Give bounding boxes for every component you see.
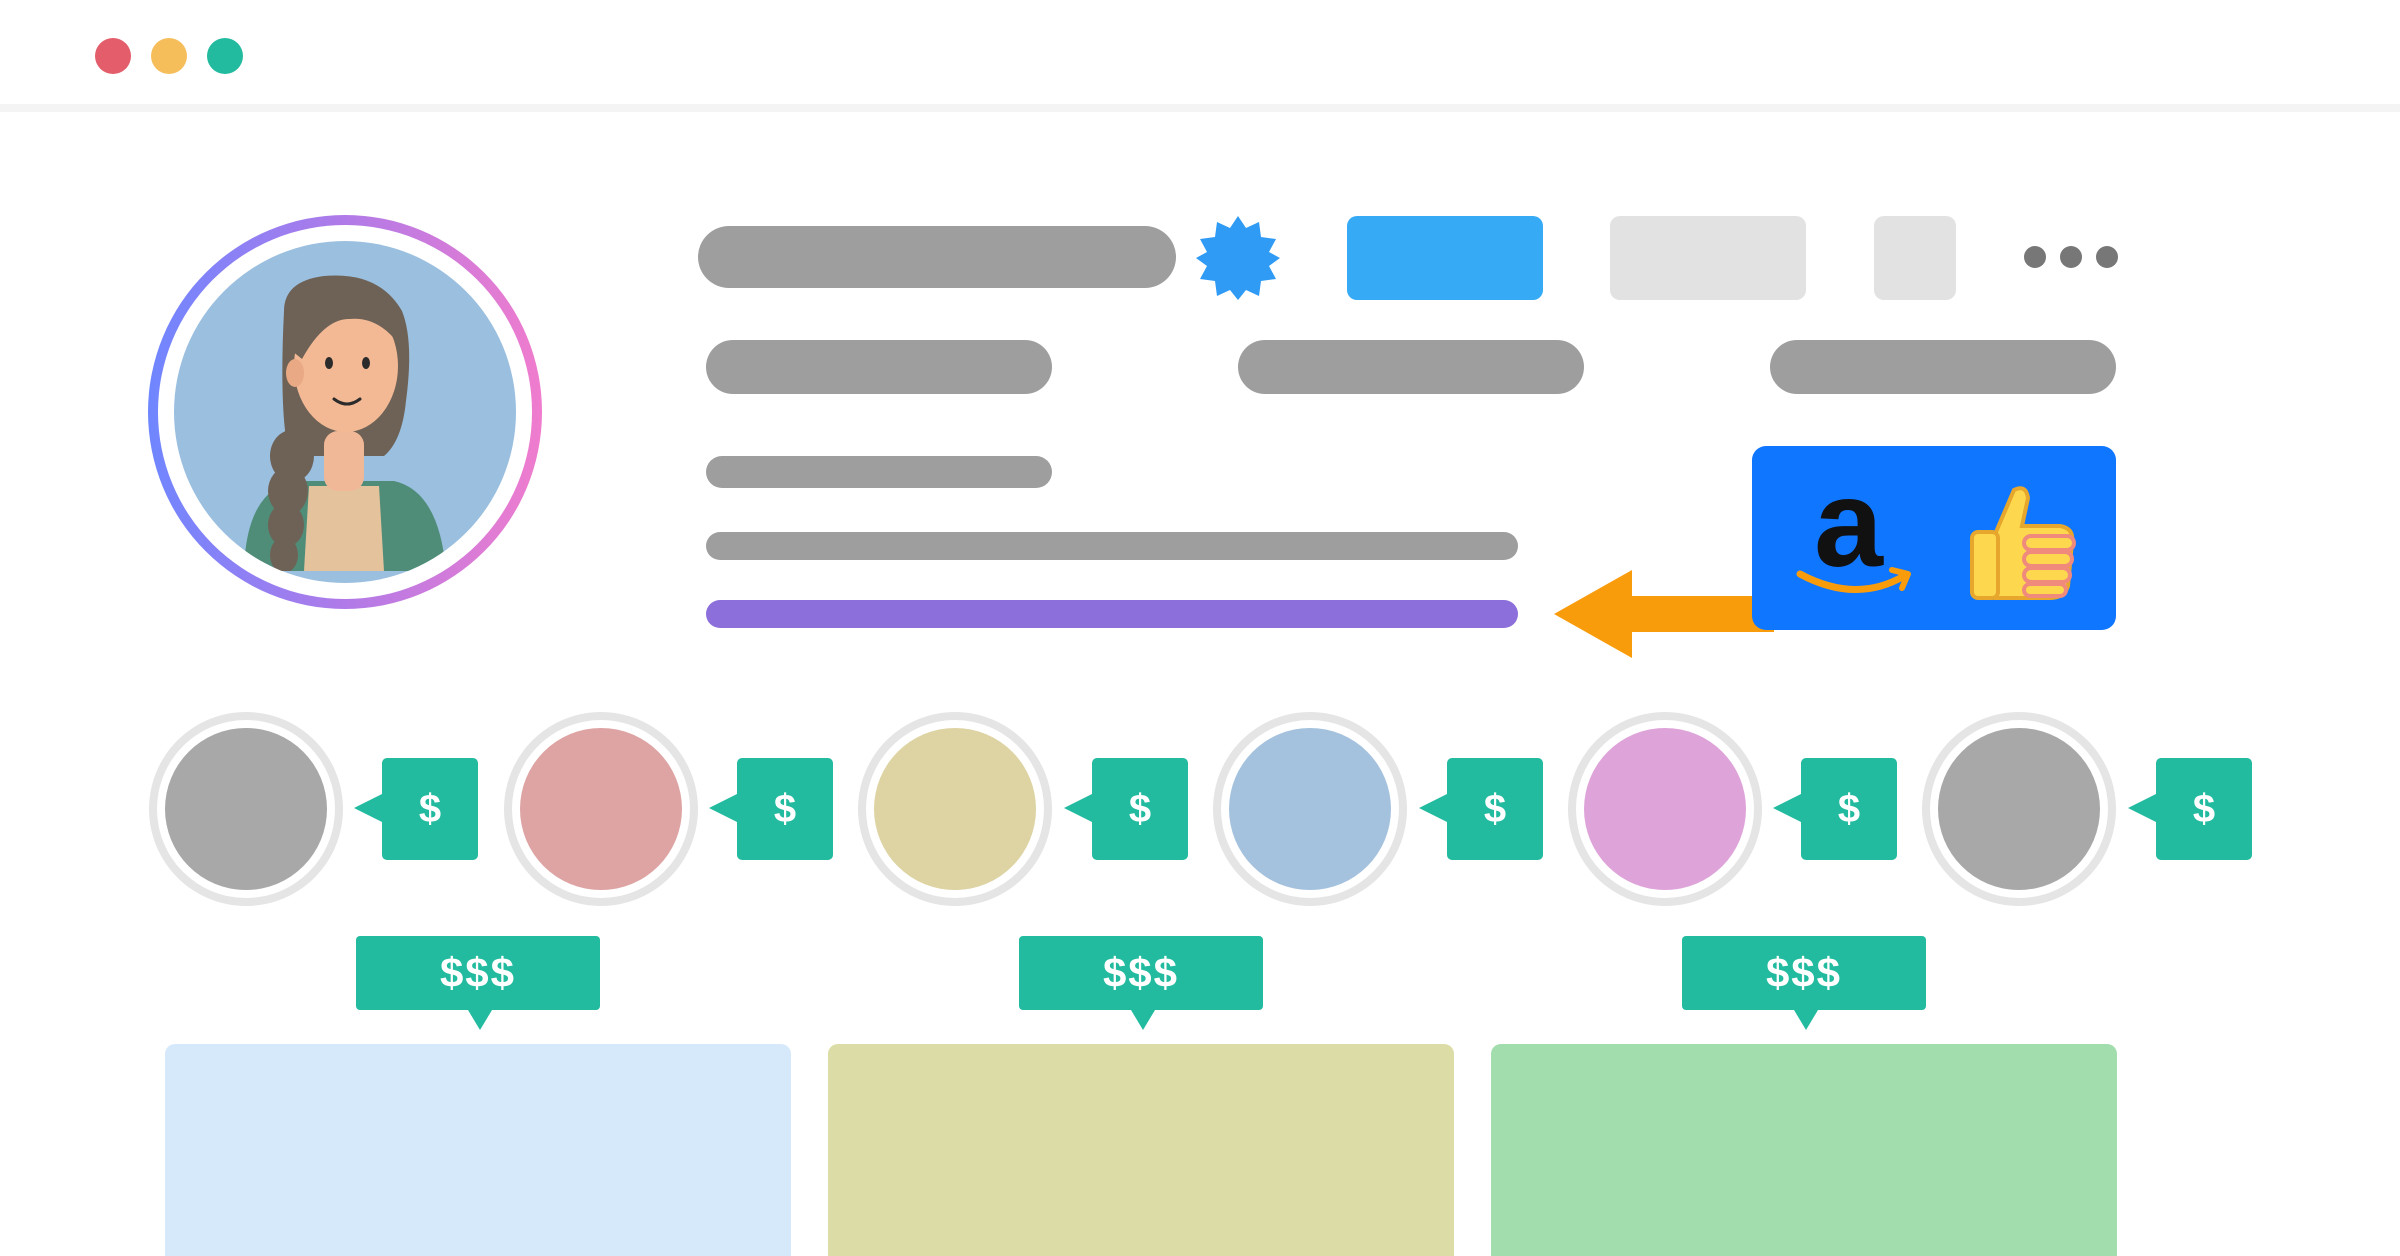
price-tag-label: $ [1128, 786, 1152, 831]
story-highlight[interactable] [504, 712, 698, 906]
price-tag-label: $ [1483, 786, 1507, 831]
arrow-left-icon [1554, 570, 1774, 658]
close-window-button[interactable] [95, 38, 131, 74]
price-tag-icon: $ [1419, 758, 1543, 860]
woman-portrait-illustration [244, 275, 446, 573]
add-user-button[interactable] [1874, 216, 1956, 300]
followers-count-placeholder[interactable] [1238, 340, 1584, 394]
bio-text-placeholder [706, 532, 1518, 560]
price-tag-icon: $ [1064, 758, 1188, 860]
post-price-label: $$$ [439, 949, 517, 996]
price-tag-icon: $ [354, 758, 478, 860]
following-count-placeholder[interactable] [1770, 340, 2116, 394]
posts-count-placeholder[interactable] [706, 340, 1052, 394]
post-price-label: $$$ [1102, 949, 1180, 996]
bio-link-placeholder[interactable] [706, 600, 1518, 628]
story-highlight[interactable] [1922, 712, 2116, 906]
story-highlight[interactable] [858, 712, 1052, 906]
amazon-logo-icon: a [1814, 455, 1883, 593]
price-tag-label: $ [773, 786, 797, 831]
price-tag-icon: $ [709, 758, 833, 860]
post-price-tag: $$$ [1019, 936, 1263, 1030]
post-price-label: $$$ [1765, 949, 1843, 996]
price-tag-label: $ [418, 786, 442, 831]
follow-button[interactable] [1347, 216, 1543, 300]
price-tag-icon: $ [2128, 758, 2252, 860]
minimize-window-button[interactable] [151, 38, 187, 74]
thumbs-up-icon [1970, 486, 2076, 600]
price-tag-label: $ [1837, 786, 1861, 831]
amazon-smile-icon [1796, 567, 1911, 593]
window-titlebar [0, 0, 2400, 112]
more-options-icon[interactable] [2024, 246, 2118, 270]
message-button[interactable] [1610, 216, 1806, 300]
profile-avatar[interactable] [148, 215, 542, 609]
verified-badge-icon [1196, 216, 1280, 300]
post-thumbnail[interactable] [828, 1044, 1454, 1256]
username-placeholder [698, 226, 1176, 288]
amazon-promo-box[interactable]: a [1752, 446, 2116, 630]
price-tag-icon: $ [1773, 758, 1897, 860]
story-highlight[interactable] [1568, 712, 1762, 906]
price-tag-label: $ [2192, 786, 2216, 831]
story-highlight[interactable] [1213, 712, 1407, 906]
post-price-tag: $$$ [356, 936, 600, 1030]
post-thumbnail[interactable] [1491, 1044, 2117, 1256]
post-thumbnail[interactable] [165, 1044, 791, 1256]
post-price-tag: $$$ [1682, 936, 1926, 1030]
maximize-window-button[interactable] [207, 38, 243, 74]
story-highlight[interactable] [149, 712, 343, 906]
bio-name-placeholder [706, 456, 1052, 488]
